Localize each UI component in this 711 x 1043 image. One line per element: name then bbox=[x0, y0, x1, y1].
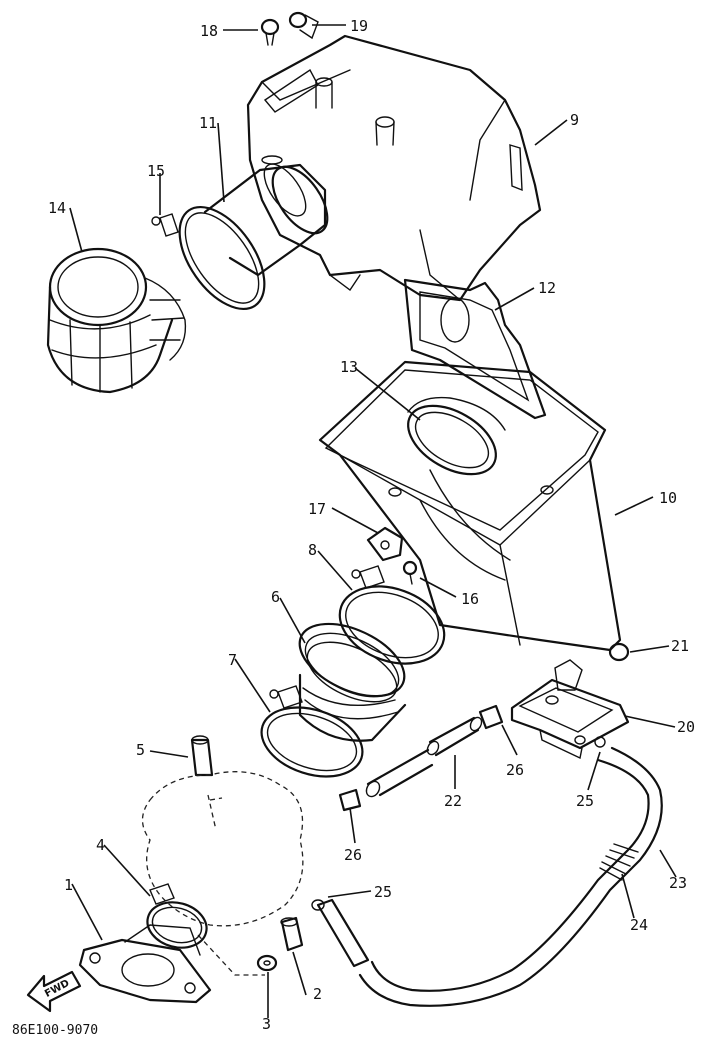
callout-20: 20 bbox=[677, 718, 695, 736]
part-16-screw bbox=[402, 560, 418, 585]
callout-4: 4 bbox=[96, 836, 105, 854]
part-3-washer bbox=[256, 954, 278, 972]
part-26-clip-upper bbox=[478, 704, 504, 730]
callout-21: 21 bbox=[671, 637, 689, 655]
part-5-pin bbox=[190, 735, 214, 777]
callout-9: 9 bbox=[570, 111, 579, 129]
callout-23: 23 bbox=[669, 874, 687, 892]
part-2-bolt bbox=[280, 916, 304, 952]
callout-2: 2 bbox=[313, 985, 322, 1003]
callout-11: 11 bbox=[199, 114, 217, 132]
part-21-cap bbox=[608, 642, 630, 662]
callout-5: 5 bbox=[136, 741, 145, 759]
engine-ghost-outline bbox=[141, 771, 304, 976]
callout-8: 8 bbox=[308, 541, 317, 559]
callout-13: 13 bbox=[340, 358, 358, 376]
callout-25-upper: 25 bbox=[576, 792, 594, 810]
part-26-clip-lower bbox=[338, 788, 362, 812]
callout-26-upper: 26 bbox=[506, 761, 524, 779]
callout-10: 10 bbox=[659, 489, 677, 507]
callout-14: 14 bbox=[48, 199, 66, 217]
callout-22: 22 bbox=[444, 792, 462, 810]
callout-6: 6 bbox=[271, 588, 280, 606]
callout-7: 7 bbox=[228, 651, 237, 669]
part-18-bolt bbox=[260, 18, 280, 46]
callout-15: 15 bbox=[147, 162, 165, 180]
part-14-intake-cup bbox=[46, 247, 187, 394]
callout-19: 19 bbox=[350, 17, 368, 35]
part-9-case-cover bbox=[246, 34, 542, 302]
callout-18: 18 bbox=[200, 22, 218, 40]
part-15-clamp bbox=[151, 205, 266, 311]
drawing-code: 86E100-9070 bbox=[12, 1023, 98, 1038]
part-20-fuel-pump bbox=[510, 659, 630, 760]
part-11-intake-duct bbox=[203, 155, 329, 277]
callout-17: 17 bbox=[308, 500, 326, 518]
callout-labels: 18 19 9 11 15 14 12 13 10 17 16 8 6 7 21… bbox=[48, 17, 695, 1033]
part-24-hose-protector bbox=[599, 843, 639, 881]
part-17-bracket bbox=[366, 526, 404, 562]
callout-24: 24 bbox=[630, 916, 648, 934]
callout-12: 12 bbox=[538, 279, 556, 297]
part-8-clamp bbox=[338, 565, 446, 665]
part-25-joint bbox=[311, 736, 606, 968]
part-23-fuel-hose bbox=[358, 746, 663, 1007]
callout-16: 16 bbox=[461, 590, 479, 608]
part-12-gasket bbox=[403, 278, 547, 420]
part-22-hose bbox=[365, 716, 483, 798]
leader-lines bbox=[69, 24, 677, 1018]
callout-1: 1 bbox=[64, 876, 73, 894]
callout-25-lower: 25 bbox=[374, 883, 392, 901]
part-19-grommet bbox=[288, 11, 319, 40]
callout-26-lower: 26 bbox=[344, 846, 362, 864]
fwd-arrow-icon: FWD bbox=[26, 970, 82, 1013]
part-7-clamp bbox=[260, 685, 364, 778]
callout-3: 3 bbox=[262, 1015, 271, 1033]
part-6-joint bbox=[298, 622, 407, 742]
part-1-flange bbox=[78, 924, 212, 1004]
part-4-clamp bbox=[146, 883, 208, 949]
